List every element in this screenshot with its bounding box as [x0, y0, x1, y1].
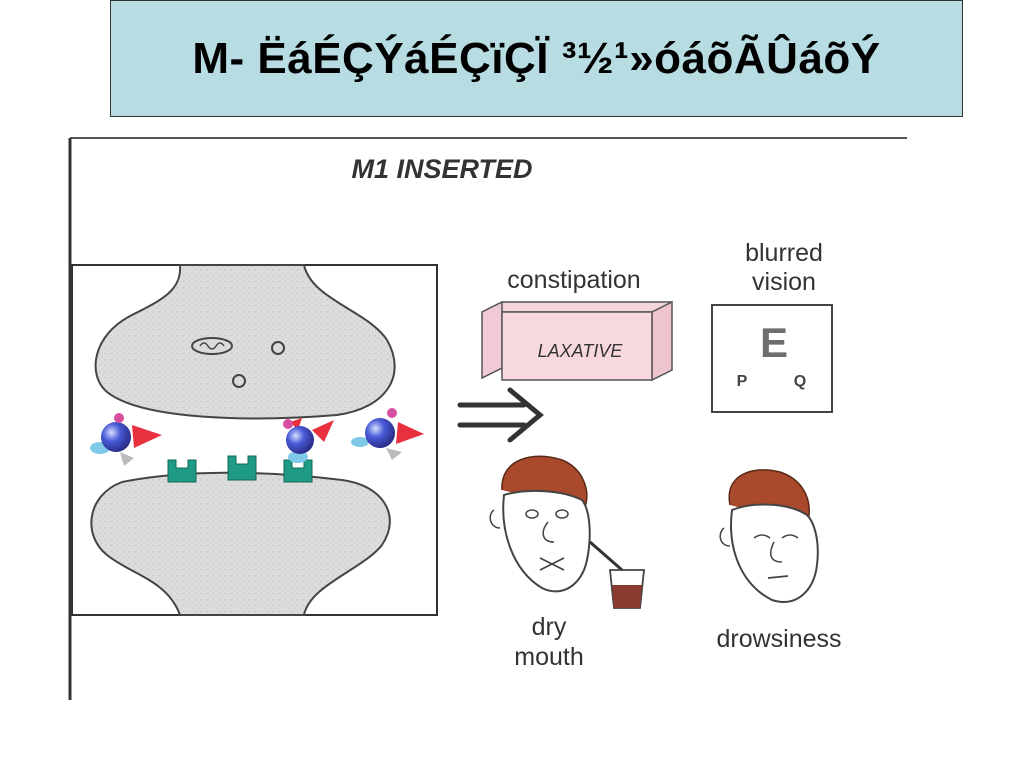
presynaptic-terminal — [94, 264, 396, 420]
dry-mouth-label-line2: mouth — [514, 643, 583, 671]
vesicle — [232, 374, 246, 388]
eye-chart-letter-q: Q — [794, 373, 806, 390]
constipation-label: constipation — [507, 266, 640, 294]
mitochondrion-crista — [199, 342, 225, 350]
drowsy-face-icon — [719, 469, 819, 603]
postsynaptic-terminal — [90, 471, 391, 616]
receptor — [227, 455, 257, 481]
antagonist-molecule-bound — [283, 418, 334, 463]
vesicle — [271, 341, 285, 355]
antagonist-molecule — [351, 408, 424, 460]
receptor — [167, 459, 197, 483]
mitochondrion — [191, 337, 233, 355]
dry-mouth-label-line1: dry — [532, 613, 567, 641]
eye-chart-letter-p: P — [737, 373, 748, 390]
figure-heading: M1 INSERTED — [351, 154, 532, 184]
dry-mouth-face-icon — [489, 455, 645, 609]
illustration-svg: M1 INSERTED constipa — [68, 137, 907, 700]
blurred-vision-label-line2: vision — [752, 268, 816, 296]
slide-title-box: M- ËáÉÇÝáÉÇïÇÏ ³½¹»óáõÃÛáõÝ — [110, 0, 963, 117]
laxative-box-icon — [481, 300, 673, 382]
illustration: M1 INSERTED constipa — [62, 130, 912, 705]
slide-title: M- ËáÉÇÝáÉÇïÇÏ ³½¹»óáõÃÛáõÝ — [192, 33, 881, 83]
drowsiness-label: drowsiness — [716, 625, 841, 653]
arrow-icon — [457, 387, 544, 443]
blurred-vision-label-line1: blurred — [745, 239, 823, 267]
eye-chart-icon — [711, 304, 833, 413]
eye-chart-letter-e: E — [760, 319, 788, 366]
antagonist-molecule — [90, 413, 162, 466]
laxative-label: LAXATIVE — [538, 341, 624, 361]
